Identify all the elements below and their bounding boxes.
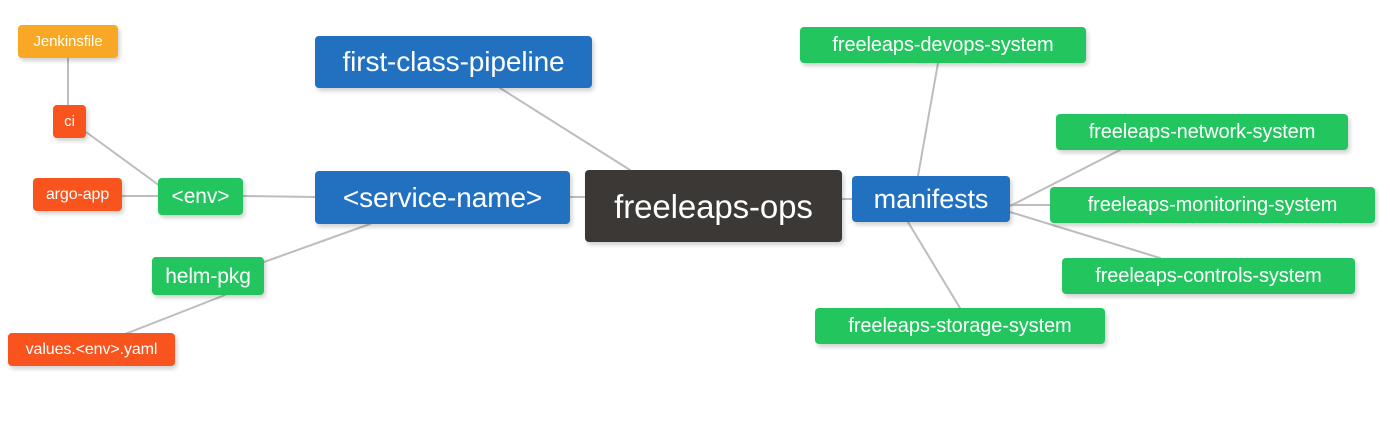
mindmap-node-label-freeleaps-devops-system: freeleaps-devops-system	[832, 34, 1054, 56]
mindmap-node-ci[interactable]: ci	[53, 105, 86, 138]
mindmap-node-values-yaml[interactable]: values.<env>.yaml	[8, 333, 175, 366]
edge-env-to-service-name	[242, 195, 316, 198]
mindmap-node-label-values-yaml: values.<env>.yaml	[25, 340, 158, 358]
mindmap-node-freeleaps-ops[interactable]: freeleaps-ops	[585, 170, 842, 242]
mindmap-node-jenkinsfile[interactable]: Jenkinsfile	[18, 25, 118, 58]
edge-service-name-to-helm-pkg	[263, 223, 371, 263]
mindmap-node-label-jenkinsfile: Jenkinsfile	[33, 33, 103, 50]
mindmap-node-label-freeleaps-controls-system: freeleaps-controls-system	[1095, 265, 1322, 287]
mindmap-node-label-helm-pkg: helm-pkg	[165, 264, 251, 288]
mindmap-node-label-argo-app: argo-app	[45, 185, 110, 203]
mindmap-node-freeleaps-network-system[interactable]: freeleaps-network-system	[1056, 114, 1348, 150]
edge-first-class-pipeline-to-freeleaps-ops	[499, 87, 631, 171]
mindmap-node-label-env: <env>	[171, 185, 230, 208]
edge-manifests-to-freeleaps-devops-system	[917, 62, 939, 177]
mindmap-node-freeleaps-monitoring-system[interactable]: freeleaps-monitoring-system	[1050, 187, 1375, 223]
mindmap-node-label-service-name: <service-name>	[342, 181, 543, 213]
edge-manifests-to-freeleaps-storage-system	[907, 221, 961, 309]
mindmap-node-label-freeleaps-storage-system: freeleaps-storage-system	[848, 315, 1072, 337]
mindmap-node-label-freeleaps-ops: freeleaps-ops	[614, 187, 813, 225]
mindmap-node-label-manifests: manifests	[873, 183, 989, 214]
mindmap-node-service-name[interactable]: <service-name>	[315, 171, 570, 224]
mindmap-node-freeleaps-controls-system[interactable]: freeleaps-controls-system	[1062, 258, 1355, 294]
mindmap-node-helm-pkg[interactable]: helm-pkg	[152, 257, 264, 295]
mindmap-node-freeleaps-devops-system[interactable]: freeleaps-devops-system	[800, 27, 1086, 63]
mindmap-node-freeleaps-storage-system[interactable]: freeleaps-storage-system	[815, 308, 1105, 344]
mindmap-node-label-freeleaps-monitoring-system: freeleaps-monitoring-system	[1087, 194, 1338, 216]
mindmap-node-manifests[interactable]: manifests	[852, 176, 1010, 222]
mindmap-node-first-class-pipeline[interactable]: first-class-pipeline	[315, 36, 592, 88]
mindmap-node-label-first-class-pipeline: first-class-pipeline	[342, 46, 565, 77]
mindmap-node-label-ci: ci	[64, 113, 75, 130]
mindmap-node-env[interactable]: <env>	[158, 178, 243, 215]
mindmap-node-argo-app[interactable]: argo-app	[33, 178, 122, 211]
mindmap-node-label-freeleaps-network-system: freeleaps-network-system	[1088, 121, 1316, 143]
edge-helm-pkg-to-values-yaml	[119, 294, 226, 337]
